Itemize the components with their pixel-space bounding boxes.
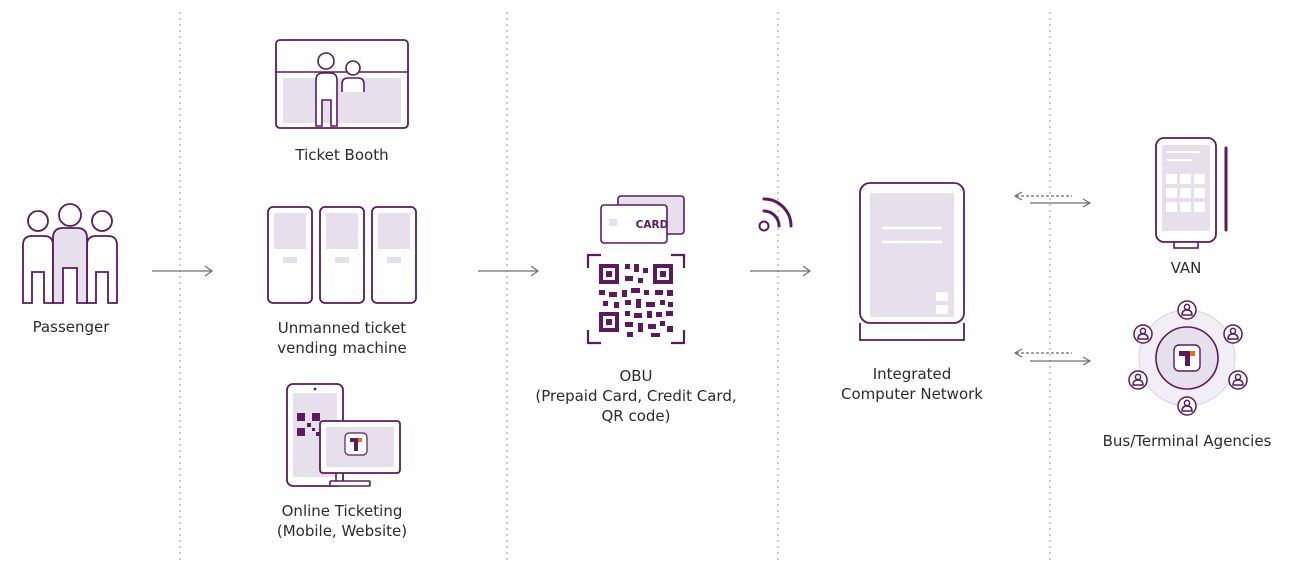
card-label: CARD [636, 219, 669, 231]
arrow-channels-to-obu [478, 265, 540, 277]
arrow-passenger-to-channels [152, 265, 214, 277]
online-ticketing-label: Online Ticketing (Mobile, Website) [276, 502, 408, 540]
network-label: Integrated Computer Network [841, 365, 983, 403]
kiosk-machine-3 [371, 206, 417, 304]
kiosk-machine-1 [267, 206, 313, 304]
arrow-network-van-bidirectional [1013, 191, 1092, 208]
card-icon: CARD [600, 195, 685, 244]
wireless-signal-icon [758, 197, 793, 232]
agency-user-icon [1228, 370, 1248, 390]
qr-code-icon [586, 253, 686, 345]
kiosk-machine-2 [319, 206, 365, 304]
agency-user-icons [1128, 300, 1248, 416]
pos-terminal-icon [1155, 137, 1228, 249]
agency-user-icon [1177, 300, 1197, 320]
agency-user-icon [1177, 396, 1197, 416]
agency-user-icon [1133, 324, 1153, 344]
agency-user-icon [1223, 324, 1243, 344]
people-group-icon [22, 203, 118, 304]
vending-machine-label: Unmanned ticket vending machine [277, 319, 407, 357]
arrow-obu-to-network [750, 265, 812, 277]
ticket-booth-label: Ticket Booth [295, 146, 389, 164]
passenger-label: Passenger [32, 318, 110, 336]
obu-label: OBU (Prepaid Card, Credit Card, QR code) [535, 367, 737, 425]
arrow-network-agencies-bidirectional [1013, 348, 1092, 366]
agency-network-icon [1128, 300, 1248, 416]
flow-arrows [152, 191, 1092, 366]
tmoney-logo-icon [1173, 344, 1201, 372]
van-label: VAN [1170, 259, 1202, 277]
agency-user-icon [1128, 370, 1148, 390]
phone-qr-icon [297, 413, 320, 436]
mobile-and-monitor-icon [286, 383, 401, 487]
column-dividers [179, 12, 1051, 564]
server-terminal-icon [859, 182, 965, 341]
kiosk-icon [267, 206, 417, 304]
pos-keypad [1166, 174, 1205, 212]
tmoney-logo-icon [344, 432, 368, 456]
agencies-label: Bus/Terminal Agencies [1102, 432, 1272, 450]
ticket-booth-icon [275, 39, 409, 129]
